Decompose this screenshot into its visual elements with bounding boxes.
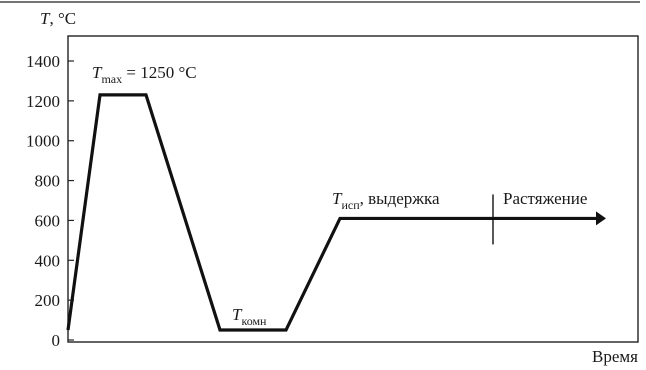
tisp-label: Tисп, выдержка (332, 189, 440, 212)
arrow-head (596, 211, 606, 226)
temperature-profile-line (66, 93, 596, 332)
tmax-label: Tmax = 1250 °C (92, 63, 197, 86)
tkomn-label: Tкомн (232, 305, 267, 328)
y-tick-label: 1400 (26, 52, 60, 71)
y-tick-label: 400 (35, 251, 61, 270)
stretch-label: Растяжение (503, 189, 587, 208)
y-tick-label: 600 (35, 211, 61, 230)
y-axis-title: T, °C (40, 9, 76, 28)
y-tick-label: 200 (35, 291, 61, 310)
y-tick-label: 0 (52, 331, 61, 350)
y-tick-label: 1200 (26, 92, 60, 111)
y-ticks: 0 200 400 600 800 1000 1200 1400 (26, 52, 74, 350)
x-axis-title: Время (592, 347, 638, 366)
plot-frame (67, 35, 639, 343)
y-tick-label: 800 (35, 172, 61, 191)
y-tick-label: 1000 (26, 132, 60, 151)
